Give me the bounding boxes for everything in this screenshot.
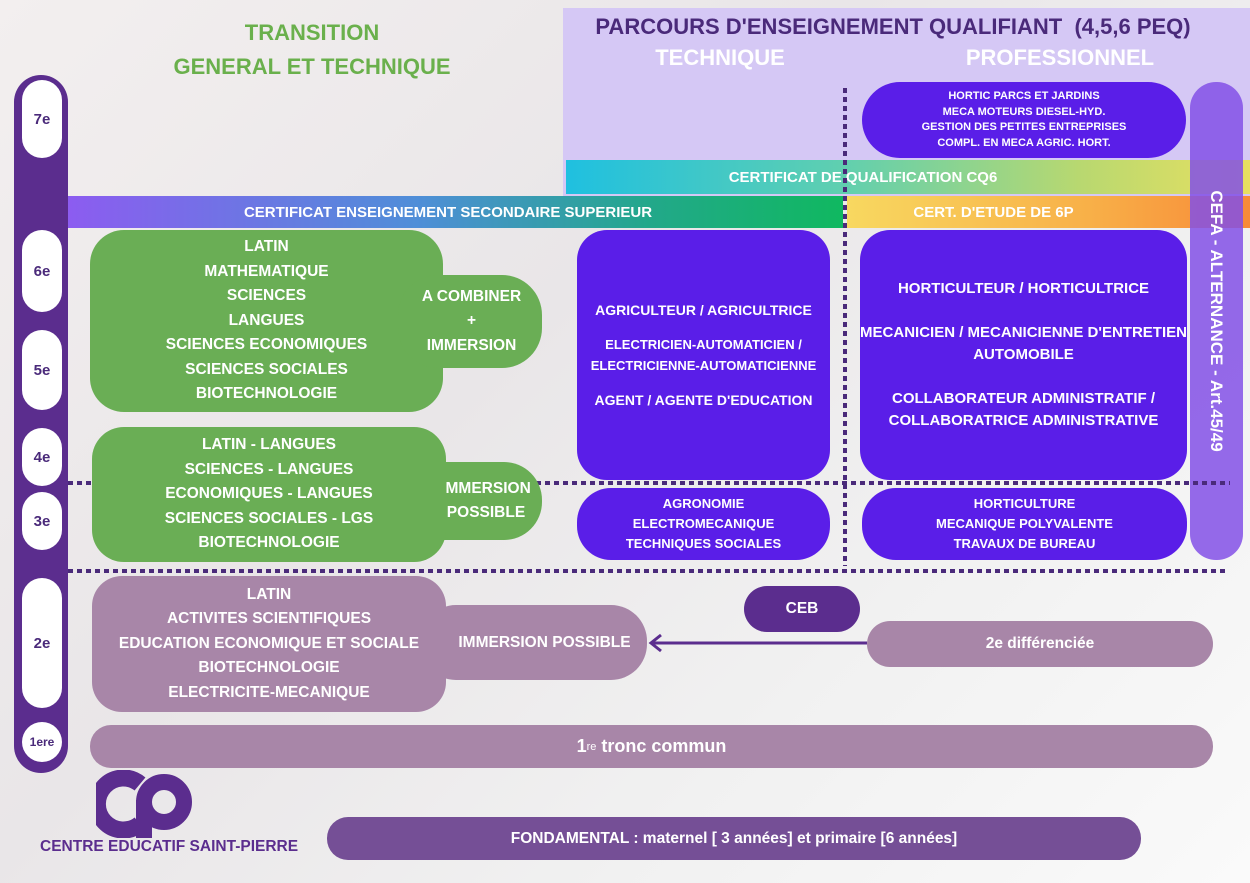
transition-title: TRANSITION GENERAL ET TECHNIQUE xyxy=(173,20,451,79)
divider-technique-pro xyxy=(843,88,847,566)
technique-options-56: AGRICULTEUR / AGRICULTRICE ELECTRICIEN-A… xyxy=(577,230,830,480)
professionnel-heading: PROFESSIONNEL xyxy=(965,45,1155,70)
cess-bar: CERTIFICAT ENSEIGNEMENT SECONDAIRE SUPER… xyxy=(68,196,843,228)
cefa-label: CEFA - ALTERNANCE - Art.45/49 xyxy=(1207,190,1226,452)
pro-options-56: HORTICULTEUR / HORTICULTRICE MECANICIEN … xyxy=(860,230,1187,480)
year-3e: 3e xyxy=(22,492,62,550)
cq6-bar: CERTIFICAT DE QUALIFICATION CQ6 xyxy=(566,160,1250,194)
year-6e: 6e xyxy=(22,230,62,312)
arrow-left-icon xyxy=(648,633,867,653)
ce6p-bar: CERT. D'ETUDE DE 6P xyxy=(847,196,1250,228)
year-1ere: 1ere xyxy=(22,722,62,762)
divider-3e-2e xyxy=(68,569,1225,573)
second-differenciee: 2e différenciée xyxy=(867,621,1213,667)
technique-heading: TECHNIQUE xyxy=(655,45,785,70)
year-7e: 7e xyxy=(22,80,62,158)
second-side: IMMERSION POSSIBLE xyxy=(420,605,647,680)
year-5e: 5e xyxy=(22,330,62,410)
year-2e: 2e xyxy=(22,578,62,708)
year-4e: 4e xyxy=(22,428,62,486)
qualifiant-title: PARCOURS D'ENSEIGNEMENT QUALIFIANT (4,5,… xyxy=(595,14,1191,39)
transition-side-56: A COMBINER+IMMERSION xyxy=(398,275,542,368)
divider-4e-3e xyxy=(68,481,1230,485)
fondamental-bar: FONDAMENTAL : maternel [ 3 années] et pr… xyxy=(327,817,1141,860)
cefa-bar xyxy=(1190,82,1243,560)
ceb-badge: CEB xyxy=(744,586,860,632)
logo-name: CENTRE EDUCATIF SAINT-PIERRE xyxy=(40,838,299,855)
logo-cp xyxy=(96,770,192,838)
